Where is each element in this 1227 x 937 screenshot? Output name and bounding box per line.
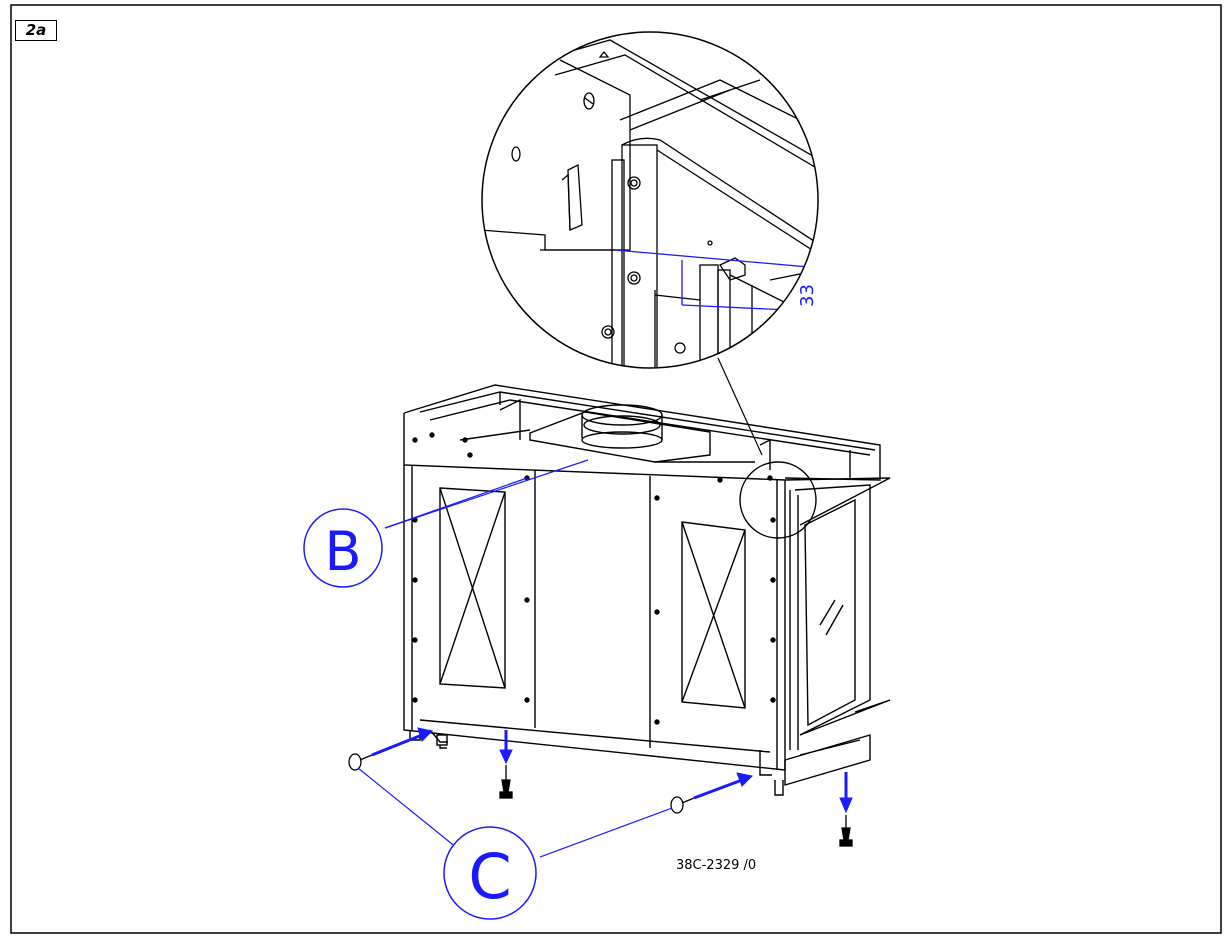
dimension-label: 33	[797, 284, 818, 307]
drawing-number: 38C-2329 /0	[676, 858, 756, 873]
stove-assembly	[403, 384, 891, 796]
assembly-arrows	[371, 727, 853, 814]
callout-c	[357, 767, 673, 920]
adjustment-foot-parts	[348, 753, 853, 847]
figure-tag: 2a	[15, 20, 57, 41]
detail-view	[482, 39, 818, 368]
callout-b-label: B	[324, 520, 361, 583]
detail-leader	[717, 357, 763, 456]
callout-b	[303, 459, 589, 588]
callout-c-label: C	[468, 840, 511, 913]
detail-circle	[481, 31, 819, 369]
drawing-border	[10, 4, 1222, 934]
